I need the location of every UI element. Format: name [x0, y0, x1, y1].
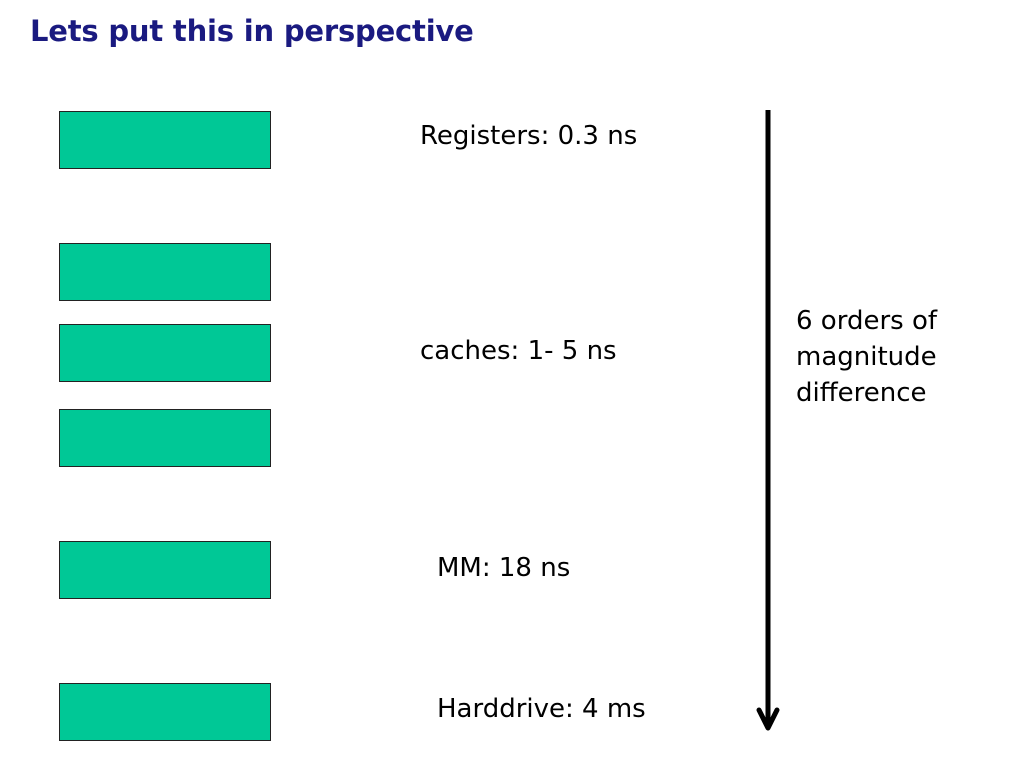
- magnitude-note: 6 orders of magnitude difference: [796, 306, 938, 408]
- harddrive-label: Harddrive: 4 ms: [437, 694, 646, 724]
- memory-level-box: [59, 541, 271, 599]
- memory-level-box: [59, 409, 271, 467]
- caches-label: caches: 1- 5 ns: [420, 336, 617, 366]
- registers-label: Registers: 0.3 ns: [420, 121, 638, 151]
- down-arrow-icon: [756, 110, 780, 731]
- main-memory-label: MM: 18 ns: [437, 553, 571, 583]
- memory-level-box: [59, 111, 271, 169]
- memory-level-box: [59, 324, 271, 382]
- memory-level-box: [59, 243, 271, 301]
- slide-title: Lets put this in perspective: [30, 14, 474, 48]
- memory-level-box: [59, 683, 271, 741]
